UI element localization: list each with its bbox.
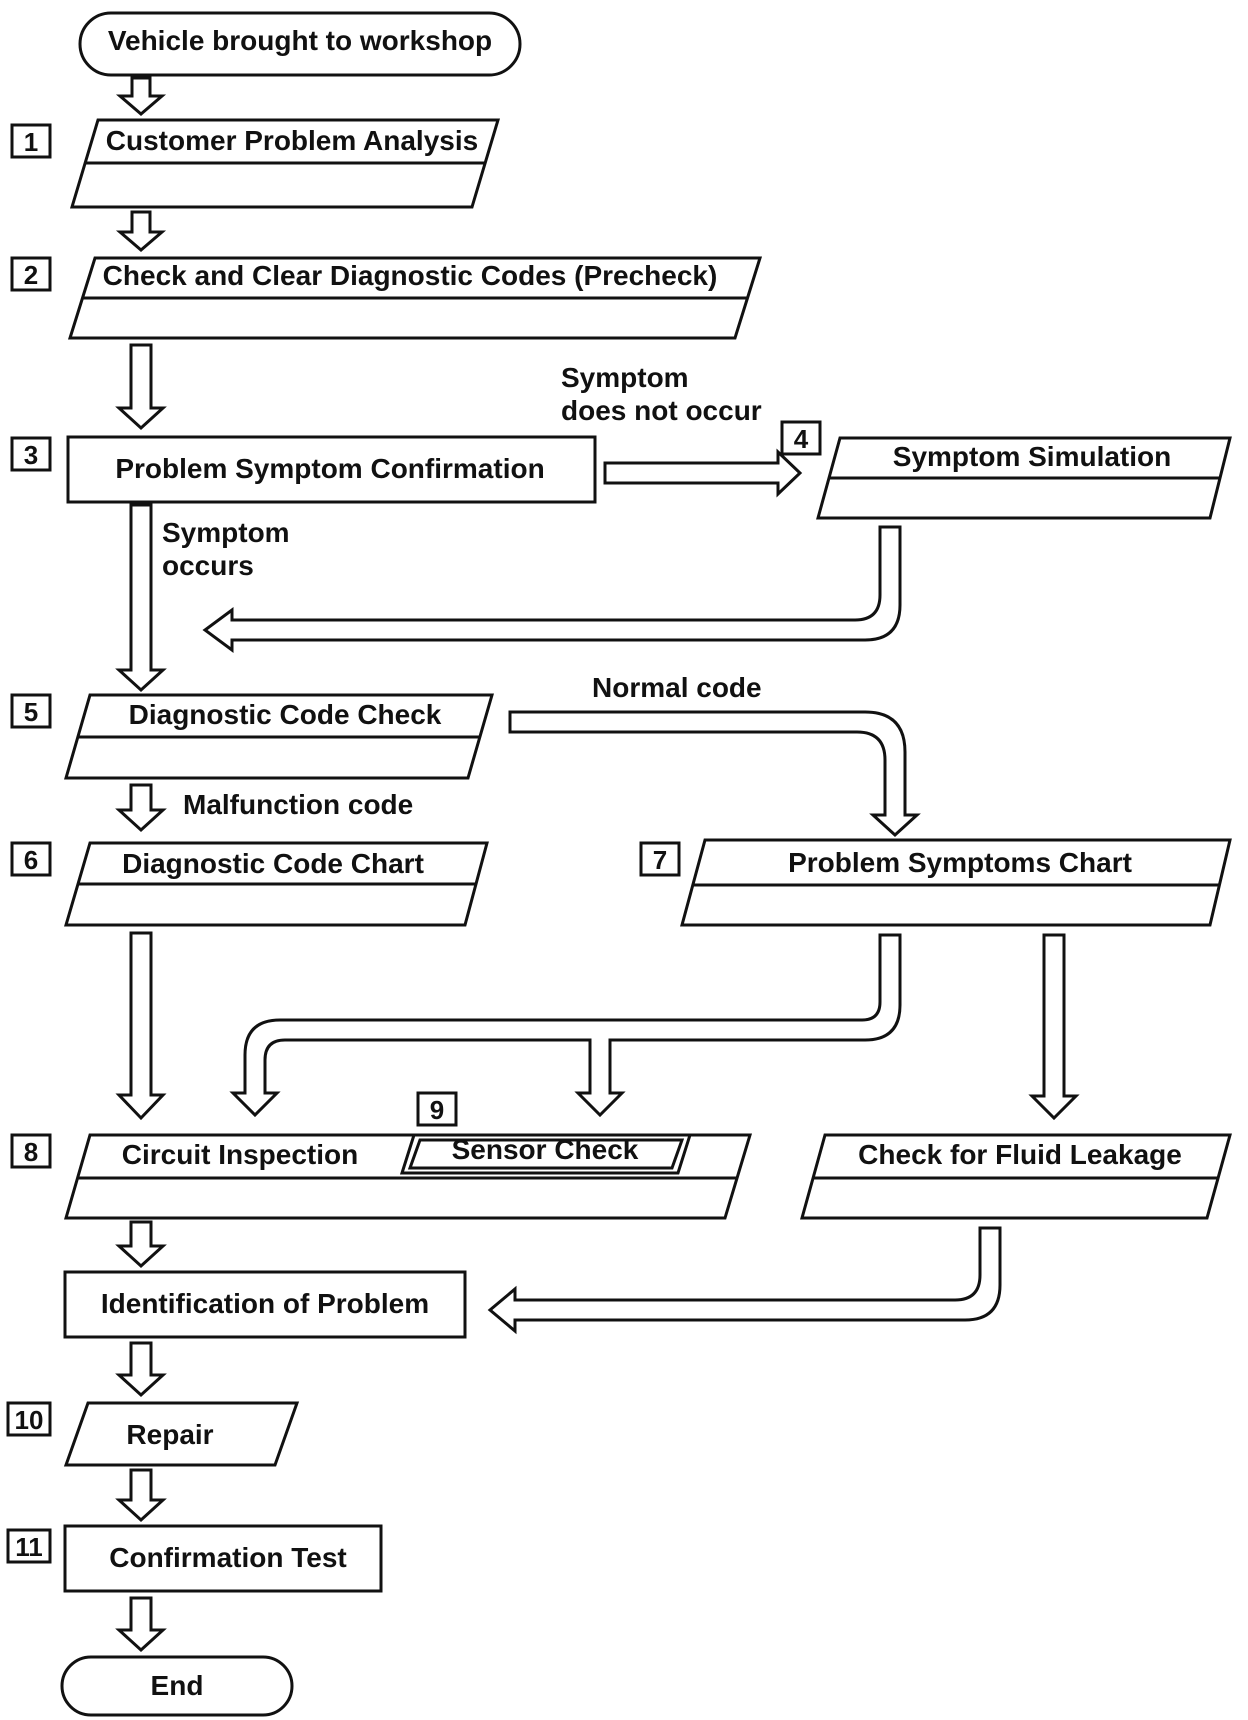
step-7-label: Problem Symptoms Chart <box>788 847 1132 878</box>
step-11: 11 Confirmation Test <box>6 1524 383 1593</box>
malfunction-code-label: Malfunction code <box>183 789 413 820</box>
step-5: 5 Diagnostic Code Check <box>10 693 494 780</box>
arrow-7-to-8-and-9 <box>229 933 902 1118</box>
symptom-does-not-occur-label-2: does not occur <box>561 395 762 426</box>
step-2: 2 Check and Clear Diagnostic Codes (Prec… <box>10 256 763 340</box>
step-3-number: 3 <box>24 440 38 470</box>
arrow-4-to-main <box>202 525 902 653</box>
step-9: 9 Sensor Check <box>399 1091 693 1175</box>
symptom-does-not-occur-label-1: Symptom <box>561 362 689 393</box>
step-2-label: Check and Clear Diagnostic Codes (Preche… <box>103 260 718 291</box>
fluid-leakage-label: Check for Fluid Leakage <box>858 1139 1182 1170</box>
arrow-5-to-7 <box>508 710 921 838</box>
step-8-label: Circuit Inspection <box>122 1139 358 1170</box>
normal-code-label: Normal code <box>592 672 762 703</box>
step-1-number: 1 <box>24 127 38 157</box>
step-10: 10 Repair <box>6 1401 300 1467</box>
arrow-10-to-11 <box>115 1468 167 1523</box>
step-7: 7 Problem Symptoms Chart <box>639 838 1232 927</box>
start-terminator: Vehicle brought to workshop <box>78 11 522 77</box>
step-6: 6 Diagnostic Code Chart <box>10 841 489 927</box>
arrow-2-to-3 <box>115 343 167 431</box>
step-2-number: 2 <box>24 260 38 290</box>
arrow-identification-to-10 <box>115 1341 167 1398</box>
fluid-leakage-step: Check for Fluid Leakage <box>800 1133 1232 1220</box>
arrow-5-to-6 <box>115 783 167 833</box>
step-5-number: 5 <box>24 697 38 727</box>
step-7-number: 7 <box>653 845 667 875</box>
arrow-6-to-8 <box>115 931 167 1121</box>
symptom-occurs-label-2: occurs <box>162 550 254 581</box>
arrow-8-to-identification <box>115 1220 167 1269</box>
step-1-label: Customer Problem Analysis <box>106 125 478 156</box>
arrow-1-to-2 <box>115 210 167 252</box>
step-9-number: 9 <box>430 1095 444 1125</box>
arrow-11-to-end <box>115 1596 167 1653</box>
step-4-number: 4 <box>794 424 809 454</box>
step-11-label: Confirmation Test <box>109 1542 346 1573</box>
step-6-number: 6 <box>24 845 38 875</box>
identification-label: Identification of Problem <box>101 1288 429 1319</box>
step-6-label: Diagnostic Code Chart <box>122 848 424 879</box>
step-3: 3 Problem Symptom Confirmation <box>10 435 597 504</box>
arrow-3-to-5 <box>115 503 167 693</box>
step-9-label: Sensor Check <box>452 1134 639 1165</box>
arrow-start-to-1 <box>115 76 167 116</box>
step-10-label: Repair <box>126 1419 213 1450</box>
arrow-fluid-to-identification <box>487 1226 1002 1335</box>
step-1: 1 Customer Problem Analysis <box>10 118 501 209</box>
end-terminator: End <box>60 1655 294 1717</box>
step-5-label: Diagnostic Code Check <box>129 699 442 730</box>
step-11-number: 11 <box>15 1532 43 1562</box>
identification-step: Identification of Problem <box>63 1270 467 1339</box>
step-10-number: 10 <box>15 1405 44 1435</box>
step-8-number: 8 <box>24 1137 38 1167</box>
arrow-7-to-fluid <box>1028 933 1080 1121</box>
arrow-3-to-4 <box>603 448 803 498</box>
step-3-label: Problem Symptom Confirmation <box>115 453 544 484</box>
step-4: 4 Symptom Simulation <box>780 420 1232 520</box>
start-label: Vehicle brought to workshop <box>108 25 492 56</box>
end-label: End <box>151 1670 204 1701</box>
step-4-label: Symptom Simulation <box>893 441 1171 472</box>
symptom-occurs-label-1: Symptom <box>162 517 290 548</box>
